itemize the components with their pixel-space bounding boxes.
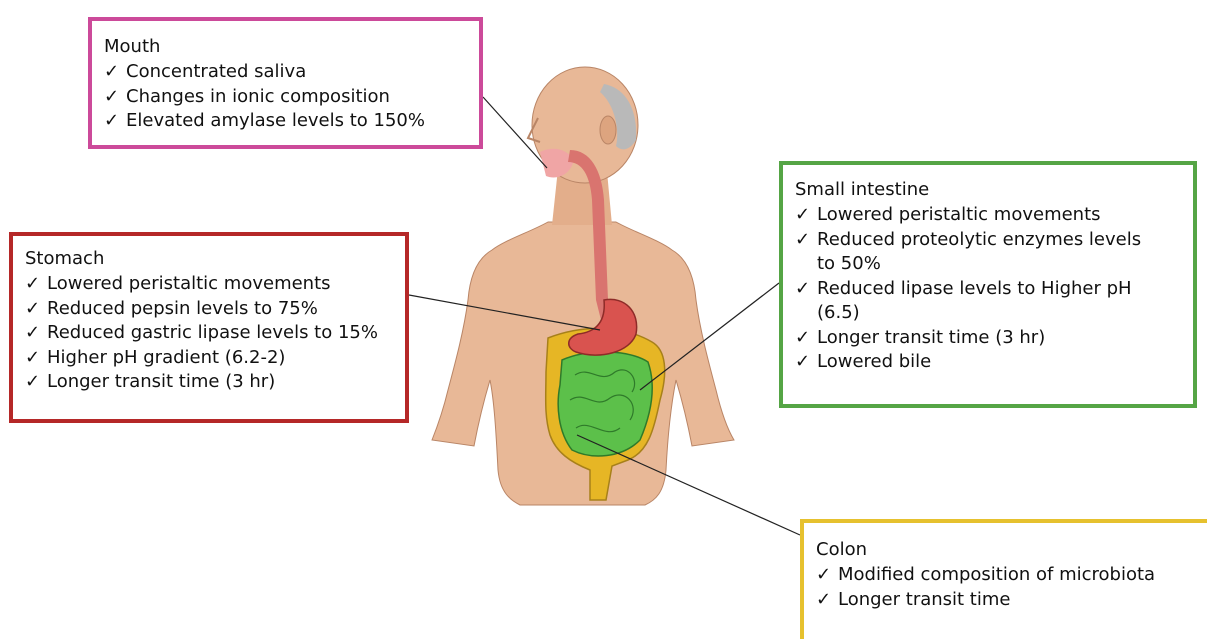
colon-list: ✓Modified composition of microbiota ✓Lon… [816,563,1207,612]
checkmark-icon: ✓ [25,321,40,346]
ear [600,116,616,144]
list-item: ✓Reduced gastric lipase levels to 15% [25,321,393,346]
checkmark-icon: ✓ [816,588,831,613]
list-item: ✓Reduced pepsin levels to 75% [25,297,393,322]
checkmark-icon: ✓ [104,60,119,85]
list-item: ✓Modified composition of microbiota [816,563,1207,588]
list-item-continuation: to 50% [795,252,1181,277]
checkmark-icon: ✓ [795,326,810,351]
list-item: ✓Concentrated saliva [104,60,467,85]
list-item: ✓Lowered bile [795,350,1181,375]
checkmark-icon: ✓ [795,350,810,375]
checkmark-icon: ✓ [25,370,40,395]
checkmark-icon: ✓ [795,203,810,228]
small-intestine-title: Small intestine [795,178,1181,202]
stomach-title: Stomach [25,247,393,271]
list-item: ✓Lowered peristaltic movements [795,203,1181,228]
mouth-title: Mouth [104,35,467,59]
list-item-continuation: (6.5) [795,301,1181,326]
list-item: ✓Longer transit time [816,588,1207,613]
checkmark-icon: ✓ [25,297,40,322]
list-item: ✓Longer transit time (3 hr) [25,370,393,395]
mouth-box: Mouth ✓Concentrated saliva ✓Changes in i… [88,17,483,149]
list-item: ✓Changes in ionic composition [104,85,467,110]
checkmark-icon: ✓ [104,109,119,134]
checkmark-icon: ✓ [25,346,40,371]
list-item: ✓Higher pH gradient (6.2-2) [25,346,393,371]
list-item: ✓Elevated amylase levels to 150% [104,109,467,134]
list-item: ✓Longer transit time (3 hr) [795,326,1181,351]
small-intestine-list: ✓Lowered peristaltic movements ✓Reduced … [795,203,1181,375]
checkmark-icon: ✓ [795,277,810,302]
list-item: ✓Lowered peristaltic movements [25,272,393,297]
checkmark-icon: ✓ [795,228,810,253]
mouth-list: ✓Concentrated saliva ✓Changes in ionic c… [104,60,467,134]
colon-title: Colon [816,538,1207,562]
small-intestine-organ [558,352,652,456]
colon-box: Colon ✓Modified composition of microbiot… [800,519,1207,639]
checkmark-icon: ✓ [25,272,40,297]
list-item: ✓Reduced lipase levels to Higher pH [795,277,1181,302]
checkmark-icon: ✓ [816,563,831,588]
stomach-box: Stomach ✓Lowered peristaltic movements ✓… [9,232,409,423]
checkmark-icon: ✓ [104,85,119,110]
stomach-list: ✓Lowered peristaltic movements ✓Reduced … [25,272,393,395]
list-item: ✓Reduced proteolytic enzymes levels [795,228,1181,253]
small-intestine-box: Small intestine ✓Lowered peristaltic mov… [779,161,1197,408]
